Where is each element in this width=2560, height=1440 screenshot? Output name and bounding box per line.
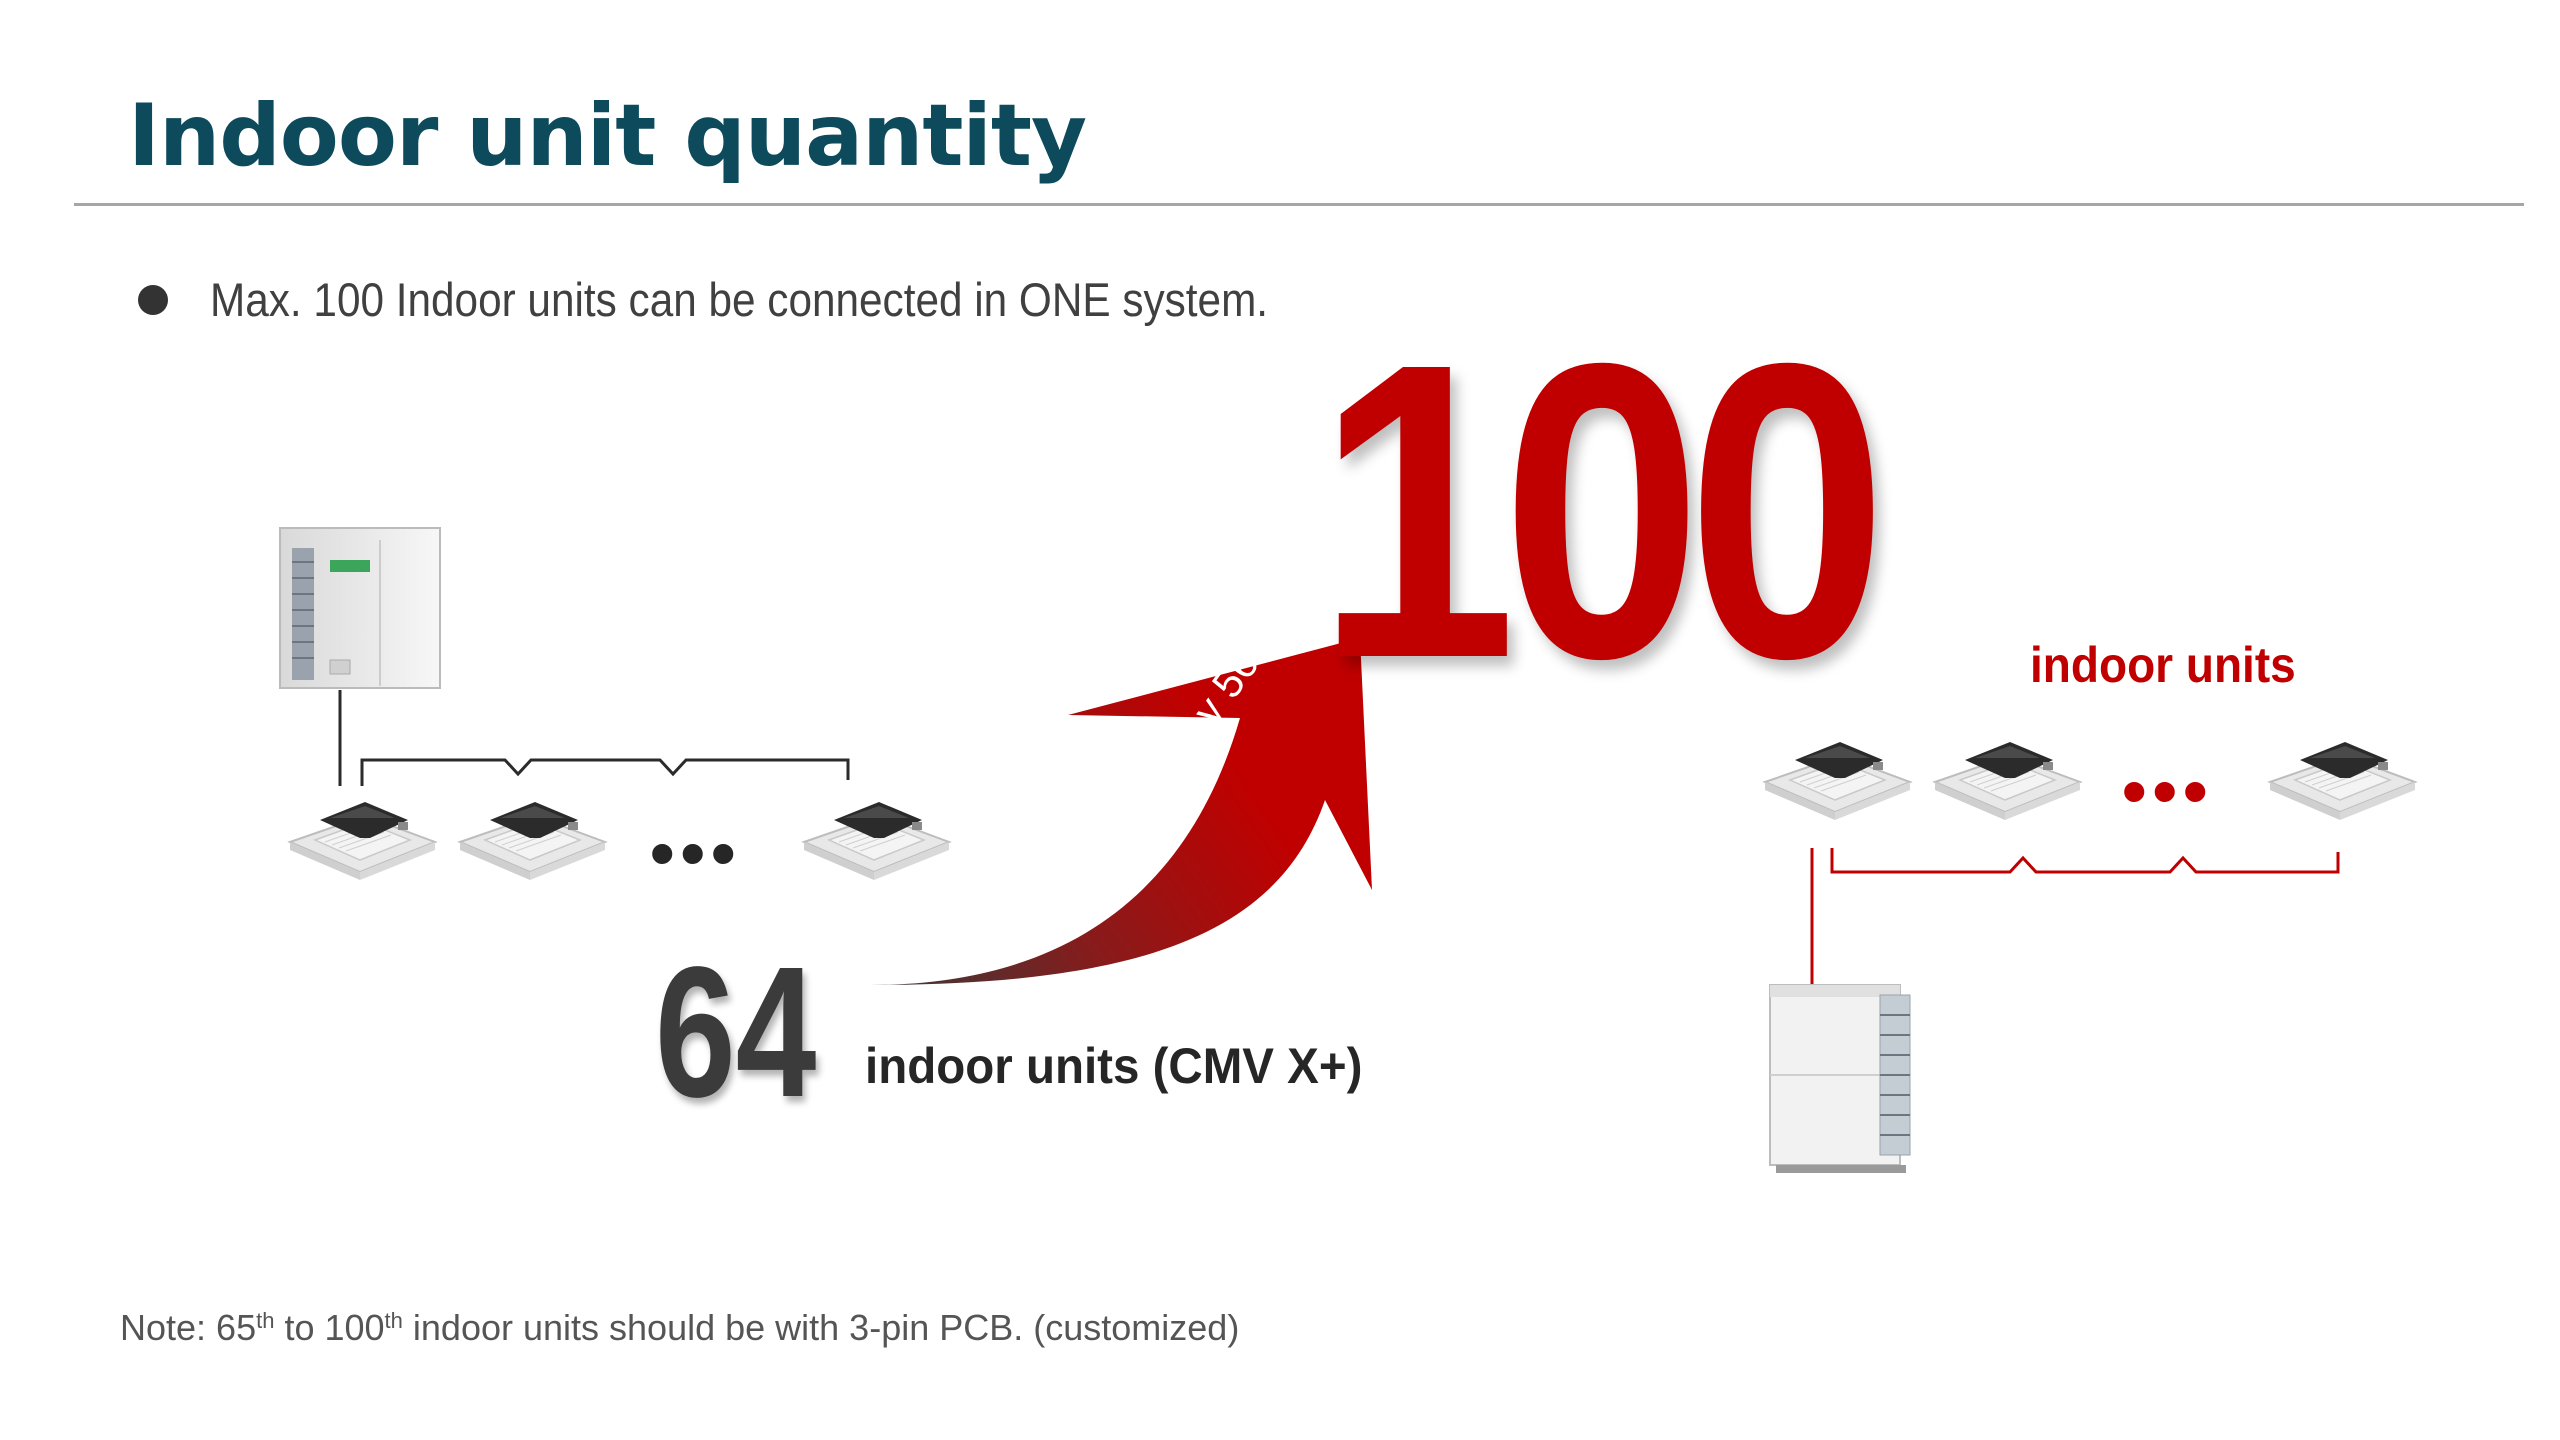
previous-units-label: indoor units (CMV X+) <box>865 1038 1363 1094</box>
note-mid: to 100 <box>274 1307 385 1348</box>
cassette-indoor-unit-icon <box>1934 741 2081 821</box>
bullet-dot-icon <box>138 284 168 315</box>
cassette-indoor-unit-icon <box>459 801 606 881</box>
cassette-indoor-unit-icon <box>803 801 950 881</box>
page-title: Indoor unit quantity <box>128 86 1087 186</box>
footnote: Note: 65th to 100th indoor units should … <box>120 1307 1239 1349</box>
max-units-label: indoor units <box>2030 637 2296 693</box>
ellipsis-right-icon: ••• <box>2122 752 2214 830</box>
outdoor-unit-left-icon <box>279 527 441 689</box>
note-sup-2: th <box>384 1308 403 1333</box>
max-units-number: 100 <box>1316 277 1888 746</box>
outdoor-unit-right-icon <box>1769 984 1911 1173</box>
ellipsis-left-icon: ••• <box>650 814 742 892</box>
increase-arrow <box>870 638 1372 985</box>
title-divider <box>74 203 2524 206</box>
note-prefix: Note: 65 <box>120 1307 257 1348</box>
previous-units-number: 64 <box>655 929 817 1136</box>
note-suffix: indoor units should be with 3-pin PCB. (… <box>402 1307 1240 1348</box>
cassette-indoor-unit-icon <box>2269 741 2416 821</box>
piping-left <box>338 690 850 786</box>
bullet-item: Max. 100 Indoor units can be connected i… <box>138 272 1386 327</box>
bullet-text: Max. 100 Indoor units can be connected i… <box>210 273 1269 326</box>
note-sup-1: th <box>256 1308 275 1333</box>
cassette-indoor-unit-icon <box>1764 741 1911 821</box>
cassette-indoor-unit-icon <box>289 801 436 881</box>
piping-right <box>1810 848 2340 990</box>
